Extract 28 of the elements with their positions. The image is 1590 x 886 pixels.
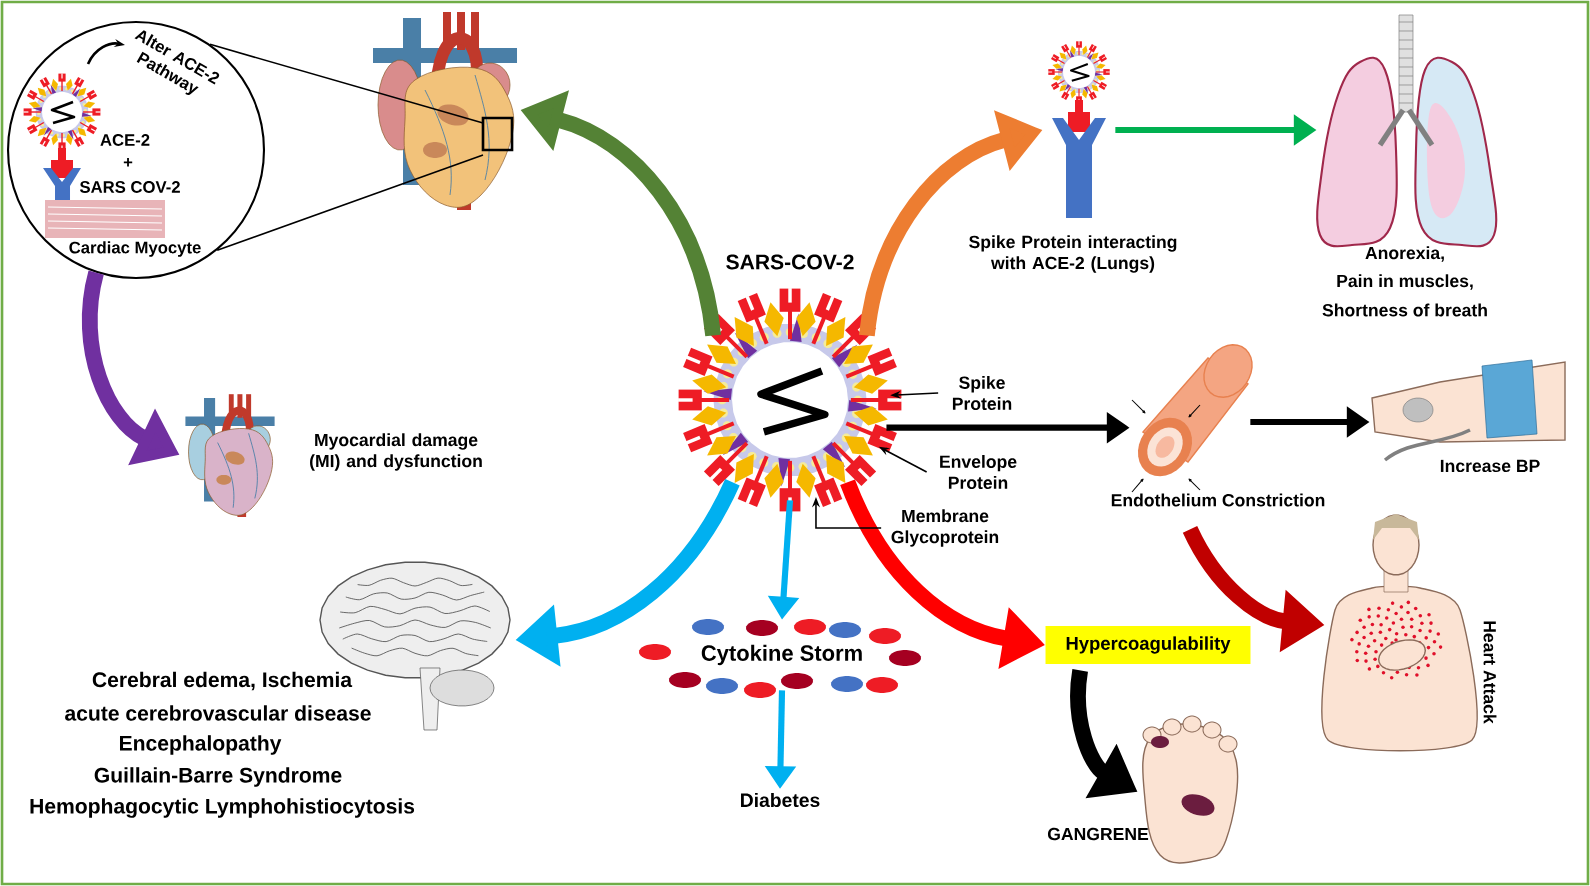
node-label: Anorexia, bbox=[1365, 246, 1444, 262]
node-label: Hemophagocytic Lymphohistiocytosis bbox=[30, 798, 415, 818]
heading: SARS-COV-2 bbox=[726, 254, 854, 270]
connector-line bbox=[209, 43, 484, 124]
node-label: Cerebral edema, Ischemia bbox=[92, 671, 353, 691]
label: Envelope Protein bbox=[940, 455, 1017, 489]
heart-drawing bbox=[373, 12, 517, 210]
node-label: Heart Attack bbox=[1483, 621, 1497, 724]
node-label: Increase BP bbox=[1440, 459, 1540, 473]
node-label: Myocardial damage (MI) and dysfunction bbox=[310, 433, 482, 471]
connector-line bbox=[216, 154, 484, 252]
label: Cytokine Storm bbox=[701, 644, 862, 666]
label: Diabetes bbox=[741, 792, 820, 808]
node-label: acute cerebrovascular disease bbox=[65, 705, 371, 721]
node-label: Pain in muscles, bbox=[1337, 274, 1473, 290]
node-label: Encephalopathy bbox=[120, 735, 282, 755]
label: Cardiac Myocyte bbox=[69, 241, 201, 257]
node-label: GANGRENE bbox=[1047, 827, 1149, 841]
label: Membrane Glycoprotein bbox=[891, 509, 999, 547]
node-label: Guillain-Barre Syndrome bbox=[94, 767, 342, 787]
node-label: Shortness of breath bbox=[1322, 303, 1487, 317]
label: ACE-2 bbox=[100, 134, 150, 146]
node-label: Spike Protein interacting with ACE-2 (Lungs) bbox=[969, 235, 1177, 273]
node-label: Endothelium Constriction bbox=[1111, 493, 1325, 507]
label: + bbox=[123, 158, 133, 167]
label: Spike Protein bbox=[952, 376, 1012, 410]
label: SARS COV-2 bbox=[79, 181, 180, 193]
highlight-box: Hypercoagulability bbox=[1045, 626, 1251, 664]
